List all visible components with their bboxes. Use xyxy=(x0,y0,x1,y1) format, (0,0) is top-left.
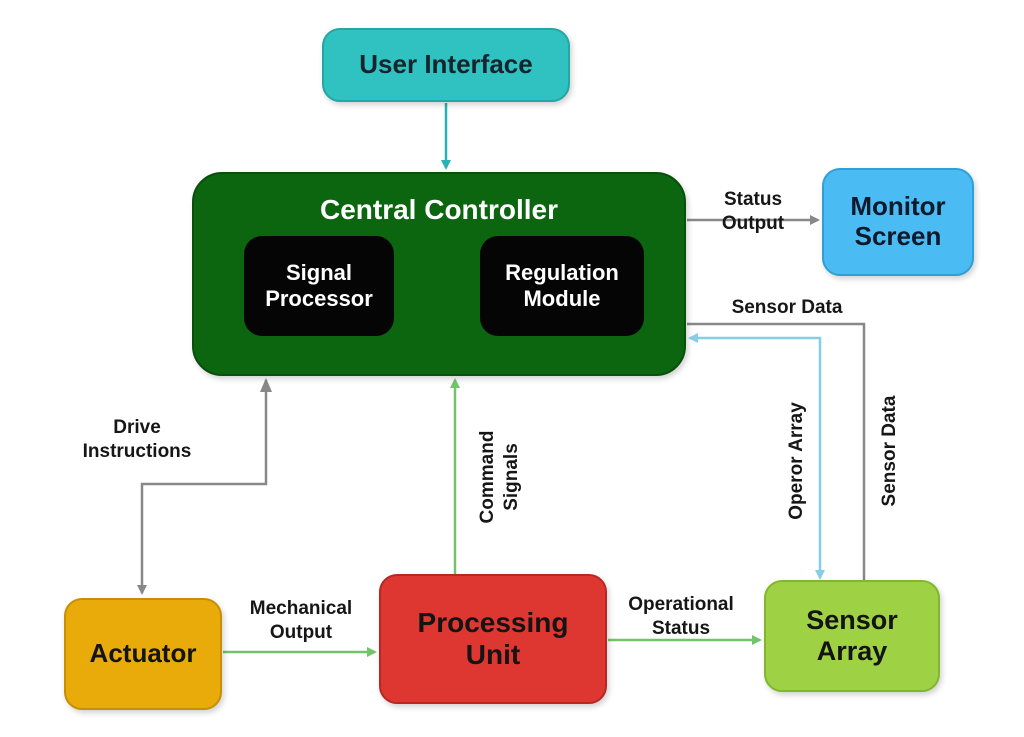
central-controller-node: Central Controller Signal Processor Regu… xyxy=(192,172,686,376)
actuator-label: Actuator xyxy=(89,638,197,669)
monitor-screen-label: Monitor Screen xyxy=(850,191,946,251)
drive-instructions-label: Drive Instructions xyxy=(82,417,192,462)
regulation-module-label: Regulation Module xyxy=(505,259,619,311)
user-interface-node: User Interface xyxy=(322,28,570,102)
user-interface-label: User Interface xyxy=(359,49,533,80)
drive-instructions-up-head xyxy=(260,378,272,392)
status-output-label: Status Output xyxy=(721,189,785,234)
sensor-array-node: Sensor Array xyxy=(764,580,940,692)
sensor-array-label: Sensor Array xyxy=(806,604,898,666)
regulation-module-node: Regulation Module xyxy=(480,236,644,336)
monitor-screen-node: Monitor Screen xyxy=(822,168,974,276)
mechanical-output-label: Mechanical Output xyxy=(249,598,353,643)
drive-instructions-arrow xyxy=(137,380,268,595)
operor-array-label: Operor Array xyxy=(786,402,807,520)
operational-status-label: Operational Status xyxy=(628,594,734,639)
central-controller-title: Central Controller xyxy=(319,194,559,225)
operor-array-arrow xyxy=(688,333,825,580)
command-signals-label: Command Signals xyxy=(477,430,522,524)
processing-unit-node: Processing Unit xyxy=(379,574,607,704)
actuator-node: Actuator xyxy=(64,598,222,710)
sensor-data-top-label: Sensor Data xyxy=(731,297,843,318)
signal-processor-label: Signal Processor xyxy=(265,259,373,311)
processing-unit-label: Processing Unit xyxy=(417,606,569,670)
sensor-data-line xyxy=(687,322,866,580)
signal-processor-node: Signal Processor xyxy=(244,236,394,336)
sensor-data-right-label: Sensor Data xyxy=(879,395,900,507)
